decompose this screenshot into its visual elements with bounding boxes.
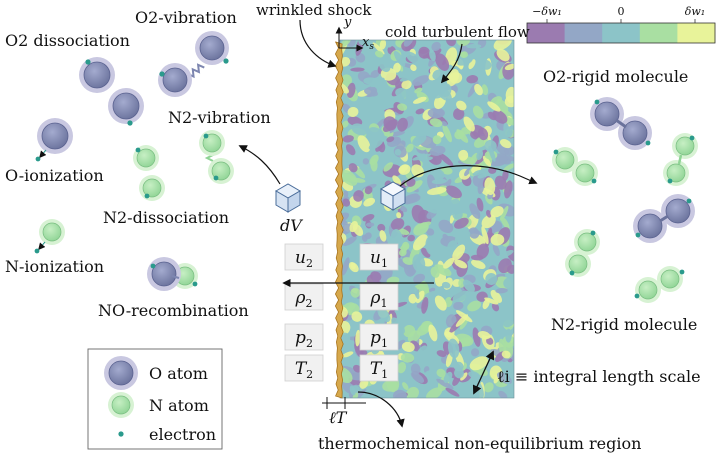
colorbar-tick-zero: 0: [618, 5, 625, 18]
colorbar-segment: [602, 23, 641, 43]
no-recombination-molecule: [147, 257, 198, 291]
n2-vibration-molecule: [199, 130, 234, 184]
colorbar-segment: [564, 23, 603, 43]
integral-scale-arrow: [472, 350, 495, 395]
colorbar-segment: [527, 23, 566, 43]
n2-dissociation-label: N2-dissociation: [103, 208, 229, 227]
legend: O atom N atom electron: [87, 348, 223, 450]
state-box-pre-0: [359, 243, 399, 271]
n2-rigid-molecule-c: [565, 229, 600, 277]
turbulent-flow-field: [340, 40, 514, 398]
n2-vibration-label: N2-vibration: [168, 108, 271, 127]
dv-label: dV: [280, 216, 303, 235]
noneq-region-arrow: [357, 391, 405, 428]
o-ionization-label: O-ionization: [5, 166, 104, 185]
state-var-pre-3: T1: [370, 359, 388, 381]
state-var-post-0: u2: [295, 248, 313, 270]
o2-vibration-molecule: [158, 31, 229, 97]
colorbar-tick-max: δw₁: [685, 5, 705, 18]
o2-rigid-molecule: [590, 97, 652, 150]
lt-label: ℓT: [329, 408, 348, 427]
dv-cube-flow: [380, 181, 406, 211]
cold-turbulent-flow-label: cold turbulent flow: [385, 23, 530, 41]
integral-scale-label: ℓi ≡ integral length scale: [497, 367, 701, 386]
n-ionization-atom: [34, 219, 65, 254]
legend-n-atom-icon: [111, 395, 131, 415]
legend-electron-icon: [118, 431, 124, 437]
axis-xs-label: xs: [362, 35, 374, 52]
n2-rigid-label: N2-rigid molecule: [551, 315, 697, 334]
wrinkled-shock-front: [334, 41, 344, 399]
state-box-post-3: [284, 354, 324, 382]
state-var-pre-0: u1: [370, 248, 388, 270]
state-var-post-1: ρ2: [295, 288, 313, 310]
n2-dissociation-molecule: [133, 145, 165, 201]
state-var-post-3: T2: [295, 359, 313, 381]
state-var-pre-2: p1: [370, 328, 388, 350]
colorbar-segment: [677, 23, 716, 43]
turbulent-flow-arrow: [440, 43, 463, 84]
o2-rigid-label: O2-rigid molecule: [543, 67, 688, 86]
n-ionization-label: N-ionization: [5, 257, 104, 276]
legend-o-atom-label: O atom: [149, 364, 208, 383]
dv-cube-left: [275, 183, 301, 213]
n2-rigid-molecule-d: [634, 266, 685, 303]
state-var-post-2: p2: [295, 328, 313, 350]
state-box-pre-3: [359, 354, 399, 382]
o-ionization-atom: [35, 118, 73, 162]
state-box-post-0: [284, 243, 324, 271]
legend-n-atom-label: N atom: [149, 396, 209, 415]
colorbar-tick-min: −δw₁: [532, 5, 562, 18]
o2-dissociation-molecule: [79, 57, 144, 126]
state-box-post-1: [284, 283, 324, 311]
shock-axes: y xs: [335, 15, 374, 52]
state-var-pre-1: ρ1: [370, 288, 388, 310]
state-box-pre-1: [359, 283, 399, 311]
colorbar-segments: [527, 23, 716, 43]
state-box-post-2: [284, 323, 324, 351]
o2-dissociation-label: O2 dissociation: [5, 31, 130, 50]
n2-rigid-molecule-a: [552, 147, 598, 186]
dv-to-rigid-arrow: [399, 165, 538, 187]
axis-y-label: y: [343, 15, 352, 30]
no-recombination-label: NO-recombination: [98, 301, 249, 320]
legend-electron-label: electron: [149, 425, 216, 444]
o2-rigid-molecule-b: [633, 194, 695, 243]
dv-to-processes-arrow: [238, 145, 281, 185]
legend-o-atom-icon: [108, 360, 134, 386]
state-box-pre-2: [359, 323, 399, 351]
noneq-region-label: thermochemical non-equilibrium region: [318, 434, 641, 453]
o2-vibration-label: O2-vibration: [135, 8, 237, 27]
colorbar: −δw₁ 0 δw₁: [526, 5, 716, 44]
n2-rigid-molecule-b: [663, 133, 698, 186]
wrinkled-shock-arrow: [299, 19, 337, 68]
wrinkled-shock-label: wrinkled shock: [256, 1, 372, 19]
colorbar-segment: [639, 23, 678, 43]
